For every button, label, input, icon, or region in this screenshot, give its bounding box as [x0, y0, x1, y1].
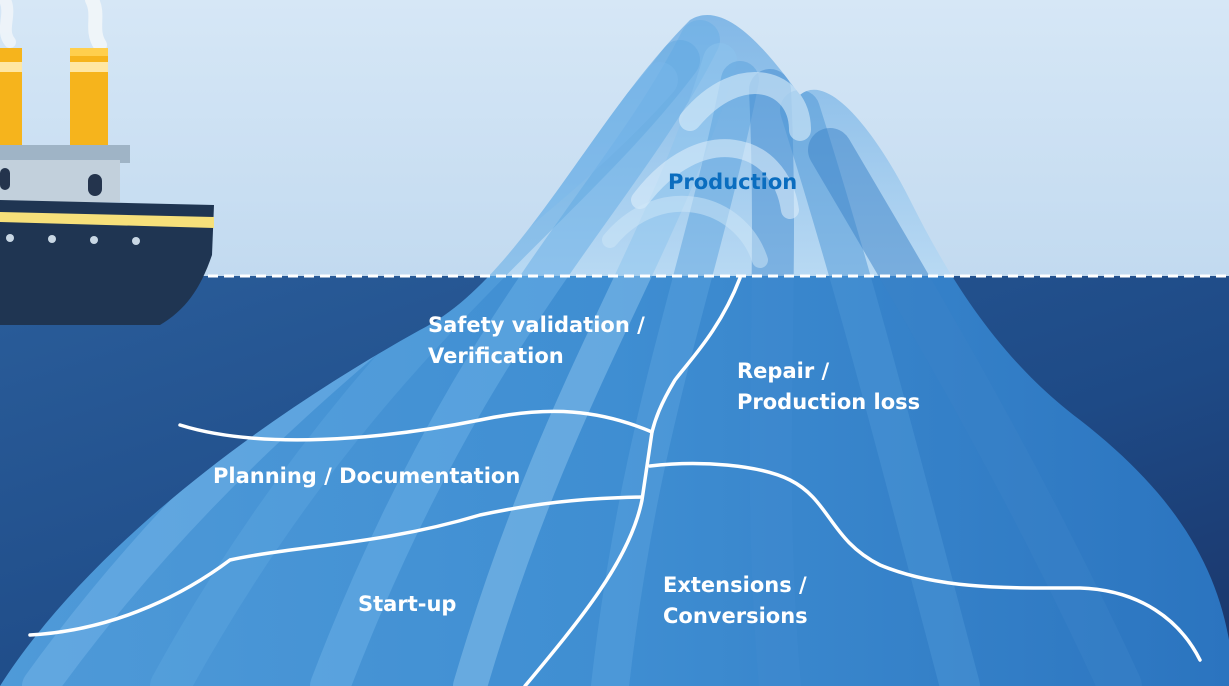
label-safety-validation: Safety validation / Verification: [428, 310, 645, 372]
label-production: Production: [668, 170, 798, 194]
label-extensions: Extensions / Conversions: [663, 570, 808, 632]
label-repair-line1: Repair /: [737, 359, 830, 383]
label-extensions-line1: Extensions /: [663, 573, 807, 597]
ship-icon: [0, 0, 214, 325]
label-safety-line1: Safety validation /: [428, 313, 645, 337]
label-repair: Repair / Production loss: [737, 356, 920, 418]
label-extensions-line2: Conversions: [663, 604, 808, 628]
section-lines: [28, 276, 1202, 686]
label-safety-line2: Verification: [428, 344, 564, 368]
label-planning: Planning / Documentation: [213, 464, 521, 488]
label-repair-line2: Production loss: [737, 390, 921, 414]
label-startup: Start-up: [358, 592, 457, 616]
